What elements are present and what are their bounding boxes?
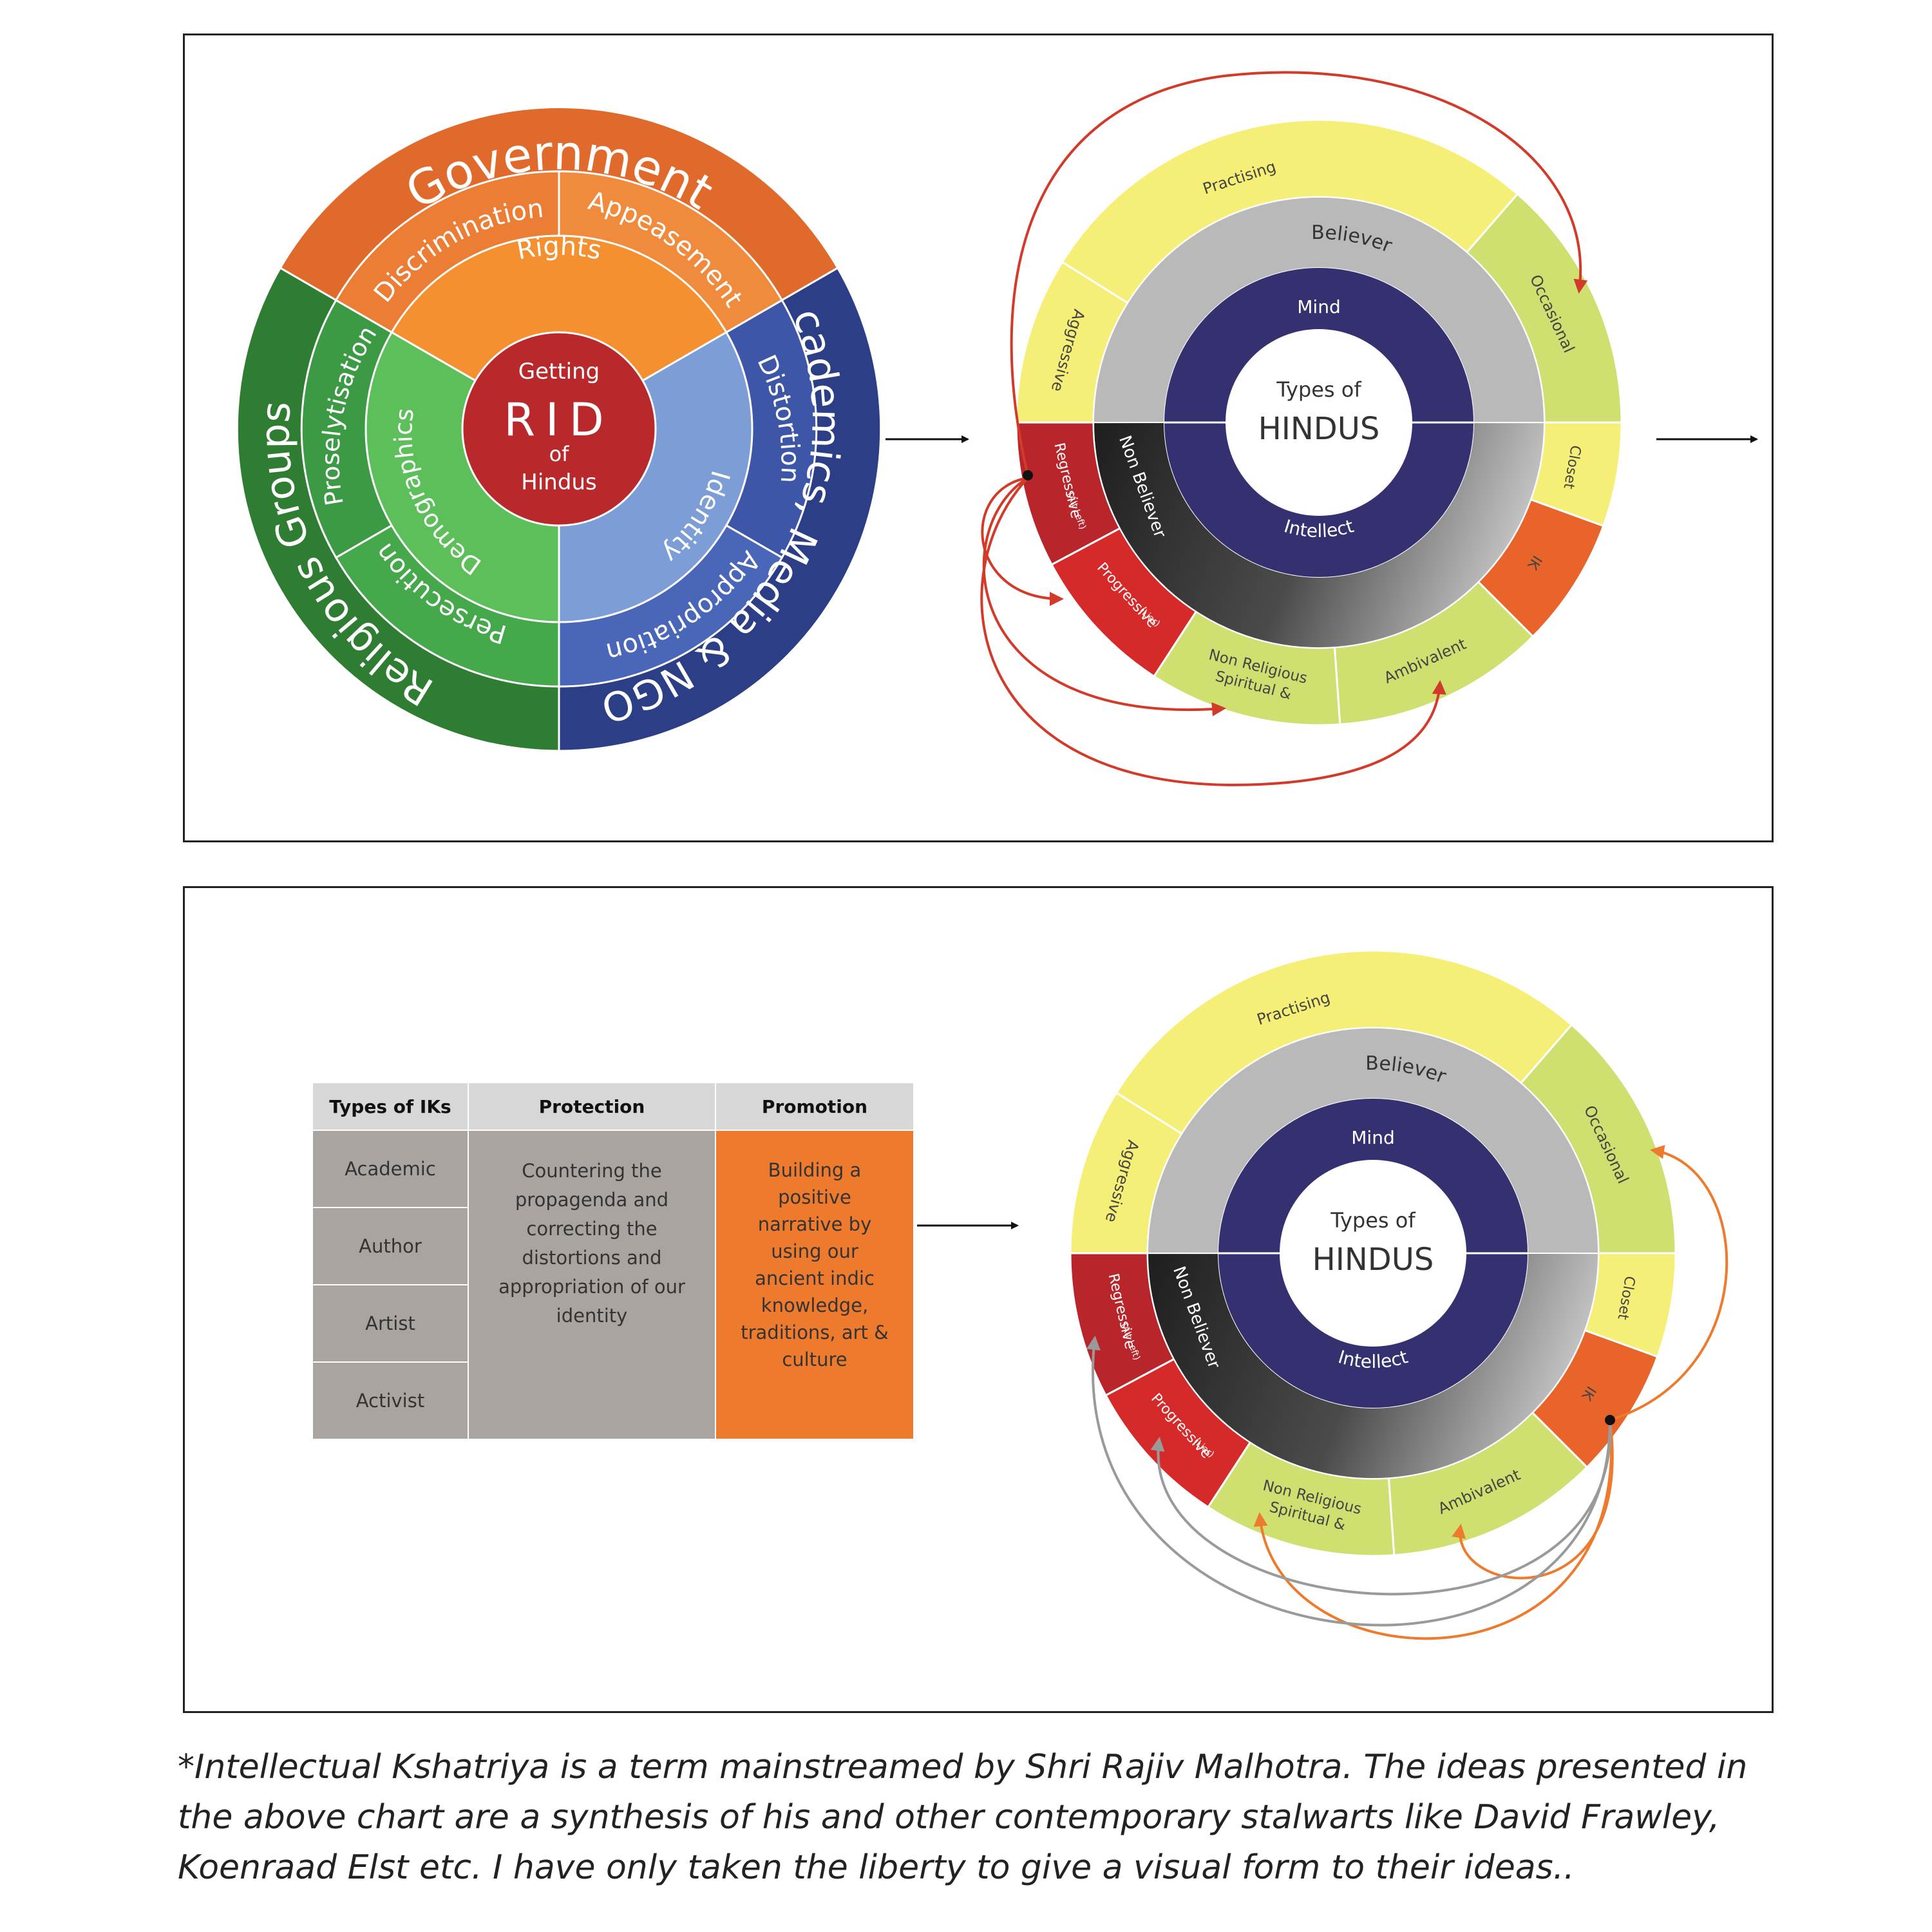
- type-academic: Academic: [312, 1130, 469, 1208]
- hindus-label: HINDUS: [1312, 1242, 1434, 1278]
- type-author: Author: [312, 1207, 469, 1285]
- center-rid: RID: [504, 393, 614, 446]
- top-arrow-origin: [1023, 470, 1033, 480]
- hindus-label: HINDUS: [1258, 411, 1380, 447]
- rid-wheel: Getting RID of Hindus Government Academi…: [0, 0, 882, 752]
- types-of-label: Types of: [1330, 1208, 1416, 1233]
- ik-types-table: Types of IKs Protection Promotion Academ…: [312, 1082, 914, 1440]
- mind-label: Mind: [1351, 1127, 1394, 1148]
- promotion-cell: Building a positive narrative by using o…: [715, 1130, 914, 1440]
- types-center: [1280, 1160, 1466, 1347]
- types-of-label: Types of: [1276, 377, 1361, 402]
- center-getting: Getting: [518, 359, 600, 384]
- mind-label: Mind: [1297, 296, 1340, 317]
- footnote: *Intellectual Kshatriya is a term mainst…: [178, 1748, 1748, 1887]
- center-hindus: Hindus: [521, 469, 596, 495]
- rid-center: [461, 331, 657, 527]
- types-center: [1226, 329, 1412, 516]
- header-promotion: Promotion: [715, 1082, 914, 1131]
- type-artist: Artist: [312, 1284, 469, 1363]
- protection-cell: Countering the propagenda and correcting…: [468, 1130, 716, 1440]
- center-of: of: [549, 442, 570, 466]
- bottom-gray-arrows: [1086, 1336, 1612, 1627]
- top-red-arrows: [980, 71, 1588, 786]
- bottom-arrow-origin: [1605, 1415, 1615, 1425]
- header-types-of-iks: Types of IKs: [312, 1082, 469, 1131]
- type-activist: Activist: [312, 1361, 469, 1440]
- header-protection: Protection: [468, 1082, 716, 1131]
